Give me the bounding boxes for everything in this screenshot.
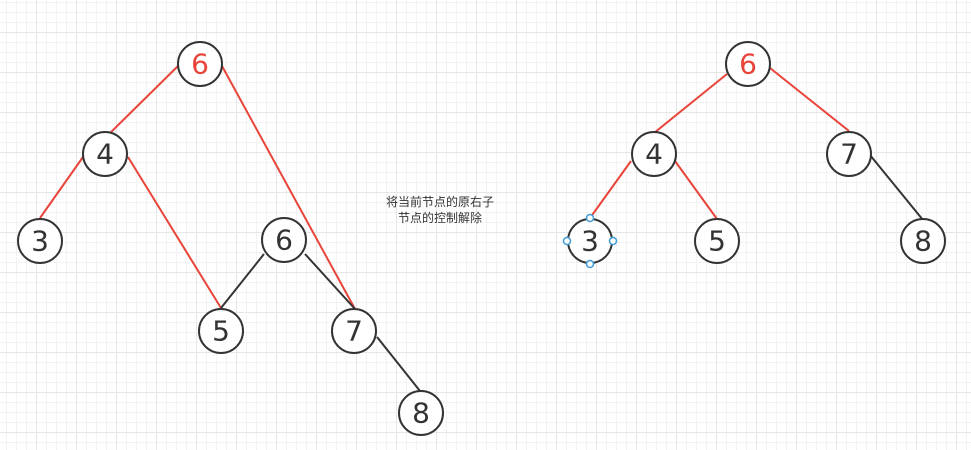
right-node-4[interactable]: 4 — [631, 131, 677, 177]
selection-handle-left[interactable] — [562, 236, 572, 246]
right-edge-4-5 — [674, 160, 718, 220]
right-node-7-label: 7 — [840, 138, 858, 171]
left-node-6[interactable]: 6 — [261, 217, 307, 263]
left-edge-4-3 — [39, 156, 84, 219]
left-edge-6-7-black — [304, 253, 356, 310]
left-node-6-label: 6 — [275, 224, 293, 257]
left-node-3[interactable]: 3 — [17, 218, 63, 264]
left-node-8[interactable]: 8 — [398, 390, 444, 436]
right-node-5-label: 5 — [708, 225, 726, 258]
right-node-6-root[interactable]: 6 — [725, 41, 771, 87]
left-edge-6-7 — [221, 65, 356, 310]
right-node-3-selected[interactable]: 3 — [562, 213, 618, 269]
left-node-5-label: 5 — [212, 315, 230, 348]
left-edge-6-5 — [220, 253, 265, 309]
left-edge-4-5 — [127, 156, 222, 309]
right-node-6-root-label: 6 — [739, 48, 757, 81]
right-edge-6-4 — [653, 73, 728, 134]
right-edge-7-8 — [869, 154, 924, 221]
left-edge-7-8 — [376, 336, 421, 392]
left-node-3-label: 3 — [31, 225, 49, 258]
left-node-6-root[interactable]: 6 — [177, 41, 223, 87]
right-node-7[interactable]: 7 — [826, 131, 872, 177]
right-tree: 6 4 7 3 5 — [562, 41, 946, 269]
right-node-8[interactable]: 8 — [900, 218, 946, 264]
right-edge-4-3 — [589, 160, 632, 219]
left-node-6-root-label: 6 — [191, 48, 209, 81]
annotation-line-2: 节点的控制解除 — [397, 211, 482, 225]
right-edge-6-7 — [769, 67, 850, 132]
right-node-5[interactable]: 5 — [694, 218, 740, 264]
left-node-4[interactable]: 4 — [82, 131, 128, 177]
left-node-4-label: 4 — [96, 138, 114, 171]
left-node-7-label: 7 — [345, 315, 363, 348]
left-node-7[interactable]: 7 — [331, 308, 377, 354]
left-node-8-label: 8 — [412, 397, 430, 430]
left-tree: 6 4 3 6 5 7 8 — [17, 41, 444, 436]
right-node-4-label: 4 — [645, 138, 663, 171]
annotation-text[interactable]: 将当前节点的原右子 节点的控制解除 — [340, 194, 540, 226]
selection-handle-right[interactable] — [608, 236, 618, 246]
selection-handle-bottom[interactable] — [585, 259, 595, 269]
right-node-3-label: 3 — [581, 225, 599, 258]
selection-handle-top[interactable] — [585, 213, 595, 223]
annotation-line-1: 将当前节点的原右子 — [385, 195, 494, 209]
left-edge-6-4 — [104, 65, 179, 139]
right-node-8-label: 8 — [914, 225, 932, 258]
left-node-5[interactable]: 5 — [198, 308, 244, 354]
